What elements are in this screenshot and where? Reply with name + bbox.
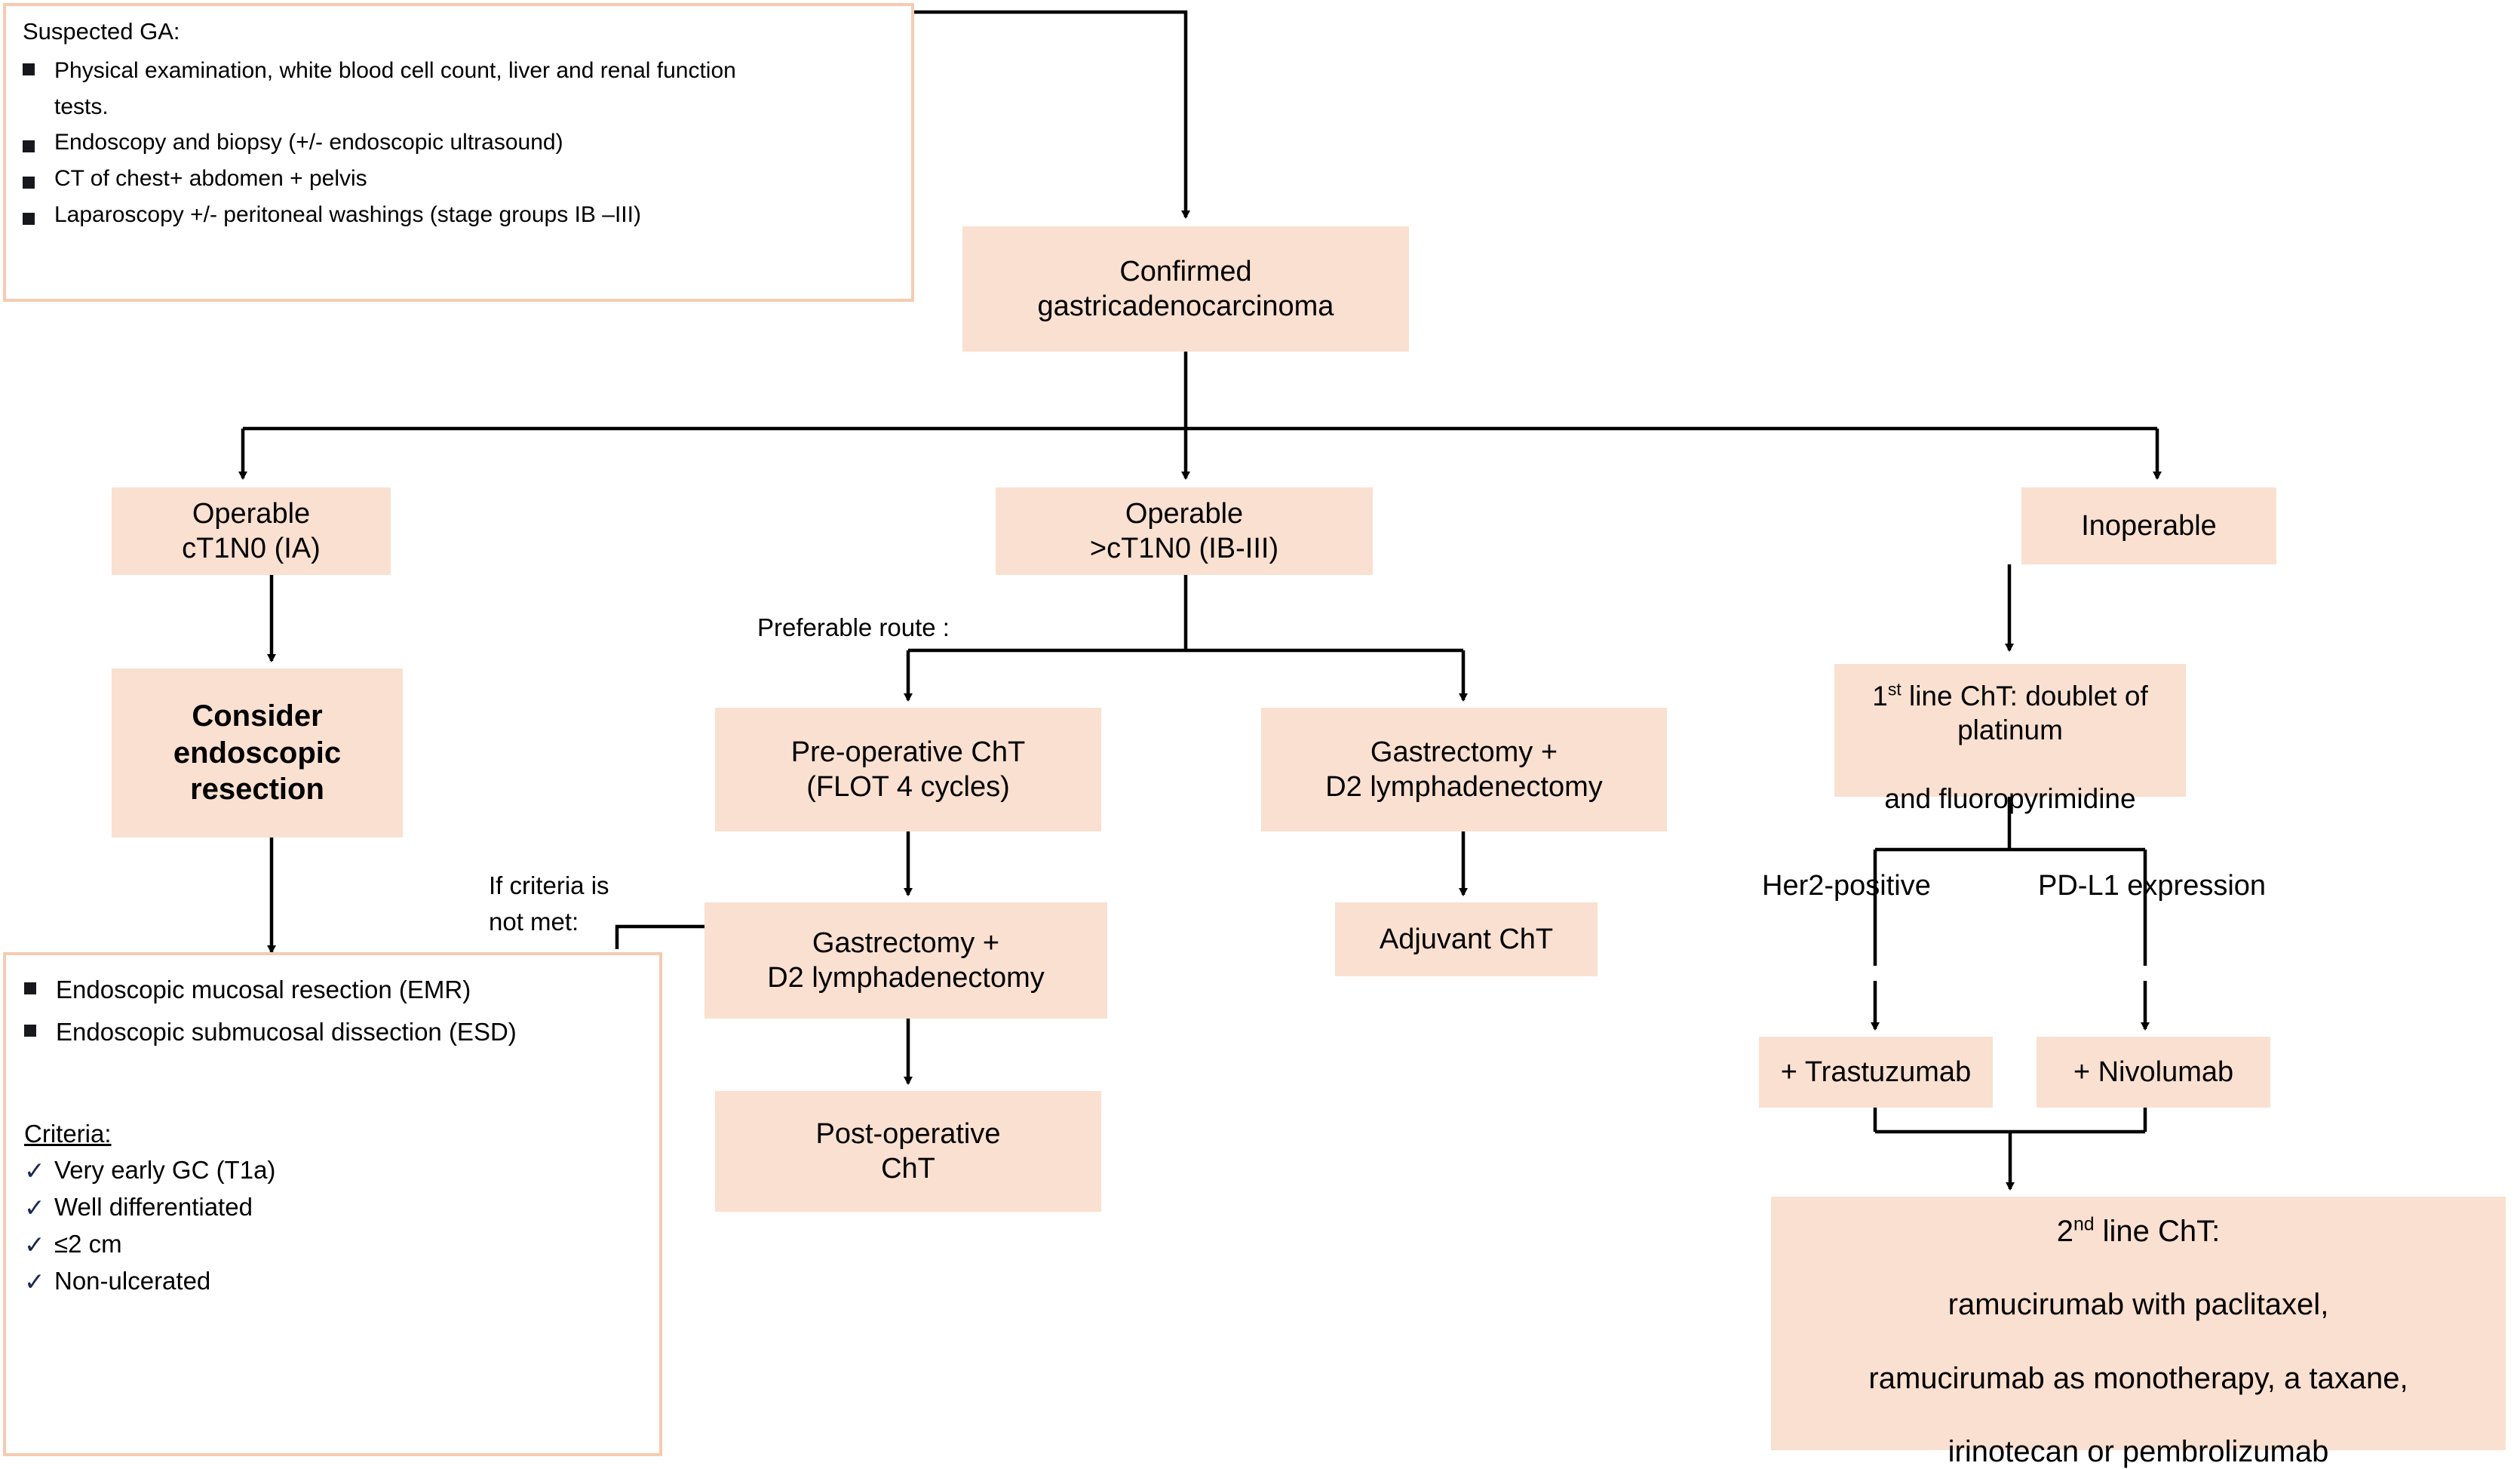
workup-item-label: Physical examination, white blood cell c… [54, 58, 736, 119]
second-line-rest: line ChT: [2094, 1214, 2221, 1248]
node-second-line-cht[interactable]: 2nd line ChT: ramucirumab with paclitaxe… [1771, 1197, 2506, 1468]
criteria-item: ✓ Very early GC (T1a) [24, 1156, 641, 1185]
node-postoperative-cht[interactable]: Post-operative ChT [715, 1091, 1101, 1212]
first-line-rest: line ChT: doublet of platinum [1901, 681, 2148, 746]
workup-item-label: Laparoscopy +/- peritoneal washings (sta… [54, 202, 641, 227]
node-label: Confirmed gastricadenocarcinoma [1037, 255, 1334, 322]
label-her2-positive: Her2-positive [1762, 870, 1931, 902]
technique-item: Endoscopic mucosal resection (EMR) [24, 972, 641, 1008]
node-label: Operable cT1N0 (IA) [182, 497, 321, 564]
node-trastuzumab[interactable]: + Trastuzumab [1759, 1037, 1993, 1108]
second-line-line4: irinotecan or pembrolizumab [1948, 1435, 2329, 1469]
second-line-line2: ramucirumab with paclitaxel, [1948, 1288, 2329, 1322]
node-label: 1st line ChT: doublet of platinum and fl… [1834, 645, 2186, 816]
node-label: + Trastuzumab [1780, 1056, 1972, 1088]
square-bullet-icon [23, 140, 35, 152]
check-icon: ✓ [24, 1156, 45, 1185]
technique-label: Endoscopic submucosal dissection (ESD) [56, 1017, 517, 1046]
technique-label: Endoscopic mucosal resection (EMR) [56, 976, 471, 1003]
node-consider-endoscopic-resection[interactable]: Consider endoscopic resection [112, 668, 403, 837]
second-line-superscript: nd [2073, 1214, 2095, 1235]
node-confirmed-diagnosis[interactable]: Confirmed gastricadenocarcinoma [962, 226, 1409, 352]
node-adjuvant-cht[interactable]: Adjuvant ChT [1335, 902, 1598, 976]
criteria-label: ≤2 cm [54, 1229, 122, 1258]
technique-item: Endoscopic submucosal dissection (ESD) [24, 1014, 641, 1050]
square-bullet-icon [23, 177, 35, 189]
node-label: Adjuvant ChT [1379, 923, 1554, 955]
check-icon: ✓ [24, 1193, 45, 1222]
second-line-line3: ramucirumab as monotherapy, a taxane, [1868, 1361, 2408, 1395]
label-pdl1-expression: PD-L1 expression [2038, 870, 2267, 902]
node-label: Gastrectomy + D2 lymphadenectomy [1325, 736, 1603, 803]
node-first-line-cht[interactable]: 1st line ChT: doublet of platinum and fl… [1834, 664, 2186, 814]
criteria-listbox: Endoscopic mucosal resection (EMR) Endos… [3, 952, 662, 1456]
node-nivolumab[interactable]: + Nivolumab [2037, 1037, 2270, 1108]
criteria-item: ✓ Non-ulcerated [24, 1267, 641, 1296]
square-bullet-icon [24, 982, 36, 994]
workup-item-label: Endoscopy and biopsy (+/- endoscopic ult… [54, 130, 563, 155]
node-label: 2nd line ChT: ramucirumab with paclitaxe… [1861, 1176, 2415, 1469]
label-preferable-route: Preferable route : [757, 613, 950, 641]
criteria-label: Well differentiated [54, 1192, 253, 1221]
workup-item-label: CT of chest+ abdomen + pelvis [54, 166, 367, 191]
check-icon: ✓ [24, 1267, 45, 1295]
node-label: Inoperable [2081, 509, 2217, 542]
node-operable-gt-ct1n0-ib-iii[interactable]: Operable >cT1N0 (IB-III) [996, 487, 1373, 575]
first-line-prefix: 1 [1872, 681, 1888, 712]
workup-item: Physical examination, white blood cell c… [23, 53, 895, 125]
square-bullet-icon [23, 63, 35, 75]
node-gastrectomy-d2-right[interactable]: Gastrectomy + D2 lymphadenectomy [1261, 708, 1667, 831]
node-label: Operable >cT1N0 (IB-III) [1089, 497, 1279, 564]
square-bullet-icon [24, 1024, 36, 1037]
criteria-heading: Criteria: [24, 1119, 112, 1148]
label-if-criteria-not-met: If criteria is not met: [489, 871, 609, 936]
workup-heading: Suspected GA: [23, 18, 180, 45]
first-line-line2: and fluoropyrimidine [1884, 782, 2136, 814]
node-operable-ct1n0-ia[interactable]: Operable cT1N0 (IA) [112, 487, 391, 575]
node-preoperative-cht[interactable]: Pre-operative ChT (FLOT 4 cycles) [715, 708, 1101, 831]
node-inoperable[interactable]: Inoperable [2021, 487, 2276, 564]
workup-item: CT of chest+ abdomen + pelvis [23, 166, 895, 192]
workup-listbox: Suspected GA: Physical examination, whit… [3, 3, 914, 302]
node-gastrectomy-d2-center[interactable]: Gastrectomy + D2 lymphadenectomy [704, 902, 1107, 1019]
node-label: Post-operative ChT [815, 1117, 1001, 1185]
workup-item: Laparoscopy +/- peritoneal washings (sta… [23, 202, 895, 228]
node-label: + Nivolumab [2073, 1056, 2234, 1088]
check-icon: ✓ [24, 1230, 45, 1258]
criteria-item: ✓ Well differentiated [24, 1193, 641, 1222]
edge-workup-to-confirmed [913, 10, 1190, 219]
node-label: Pre-operative ChT (FLOT 4 cycles) [790, 736, 1026, 803]
second-line-prefix: 2 [2056, 1214, 2073, 1248]
node-label: Consider endoscopic resection [173, 699, 342, 807]
criteria-label: Non-ulcerated [54, 1266, 211, 1295]
criteria-item: ✓ ≤2 cm [24, 1230, 641, 1259]
square-bullet-icon [23, 213, 35, 225]
criteria-label: Very early GC (T1a) [54, 1155, 276, 1184]
node-label: Gastrectomy + D2 lymphadenectomy [767, 927, 1045, 994]
workup-item: Endoscopy and biopsy (+/- endoscopic ult… [23, 130, 895, 155]
first-line-superscript: st [1887, 679, 1902, 699]
